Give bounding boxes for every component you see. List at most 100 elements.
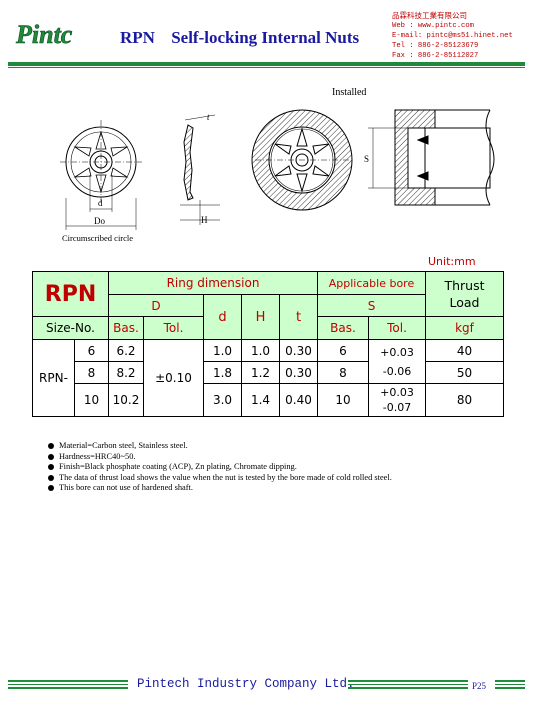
installed-view	[251, 109, 353, 211]
size-cell: 6	[74, 339, 109, 362]
t-cell: 0.30	[279, 339, 318, 362]
t-cell: 0.40	[279, 383, 318, 417]
d-cell: 1.8	[203, 361, 242, 384]
footer-rule	[8, 687, 128, 689]
list-item: This bore can not use of hardened shaft.	[48, 483, 392, 494]
note-text: Hardness=HRC40~50.	[59, 451, 136, 461]
product-code: RPN	[120, 28, 155, 47]
D-tol-header: Tol.	[143, 316, 204, 340]
dim-d-label: d	[98, 198, 103, 208]
list-item: Finish=Black phosphate coating (ACP), Zn…	[48, 462, 392, 473]
product-title: Self-locking Internal Nuts	[171, 28, 360, 47]
size-cell: 8	[74, 361, 109, 384]
D-bas-cell: 8.2	[108, 361, 144, 384]
H-header: H	[241, 294, 280, 340]
note-text: Material=Carbon steel, Stainless steel.	[59, 441, 188, 450]
installed-label: Installed	[332, 87, 366, 98]
d-header: d	[203, 294, 242, 340]
note-text: This bore can not use of hardened shaft.	[59, 483, 193, 493]
kgf-cell: 40	[425, 339, 504, 362]
dim-S-label: S	[364, 154, 369, 164]
S-header: S	[317, 294, 426, 317]
D-bas-header: Bas.	[108, 316, 144, 340]
bullet-icon	[48, 453, 54, 460]
pintc-logo: Pintc	[15, 20, 73, 49]
footer-rule	[8, 680, 128, 682]
D-bas-cell: 6.2	[108, 339, 144, 362]
ring-dimension-header: Ring dimension	[108, 271, 318, 295]
S-bas-header: Bas.	[317, 316, 369, 340]
list-item: Hardness=HRC40~50.	[48, 452, 392, 463]
footer-company: Pintech Industry Company Ltd.	[137, 677, 355, 691]
size-cell: 10	[74, 383, 109, 417]
kgf-cell: 50	[425, 361, 504, 384]
bullet-icon	[48, 464, 54, 471]
S-tol-header: Tol.	[368, 316, 426, 340]
contact-block: 品霖科技工業有限公司 Web : www.pintc.com E-mail: p…	[392, 11, 513, 61]
table-row: RPN- 6 6.2 ±0.10 1.0 1.0 0.30 6 +0.03 -0…	[32, 339, 504, 417]
d-cell: 3.0	[203, 383, 242, 417]
S-tol-cell-a: +0.03 -0.06	[368, 339, 426, 384]
S-bas-cell: 8	[317, 361, 369, 384]
s-tol-a-minus: -0.06	[382, 364, 412, 378]
front-view	[60, 120, 142, 230]
kgf-header: kgf	[425, 316, 504, 340]
logo-text: Pintc	[15, 20, 73, 49]
header-divider	[8, 62, 525, 66]
note-text: The data of thrust load shows the value …	[59, 472, 392, 482]
page-number: P25	[472, 681, 487, 691]
size-no-header: Size-No.	[32, 316, 109, 340]
s-tol-b-plus: +0.03	[380, 386, 414, 399]
d-cell: 1.0	[203, 339, 242, 362]
footer-rule	[348, 687, 468, 689]
S-tol-cell-b: +0.03 -0.07	[368, 383, 426, 417]
spec-table: RPN Ring dimension Applicable bore Thrus…	[32, 271, 504, 417]
page-title: RPN Self-locking Internal Nuts	[120, 28, 359, 48]
company-chinese-name: 品霖科技工業有限公司	[392, 11, 467, 20]
s-tol-b-minus: -0.07	[382, 401, 412, 414]
shaft-section	[368, 109, 495, 206]
rpn-header: RPN	[32, 271, 109, 317]
web-address[interactable]: Web : www.pintc.com	[392, 22, 474, 30]
dim-t-label: t	[207, 112, 210, 122]
circumscribed-label: Circumscribed circle	[62, 233, 133, 243]
D-bas-cell: 10.2	[108, 383, 144, 417]
footer-rule	[495, 680, 525, 682]
table-row: 8 8.2 1.8 1.2 0.30 8 50	[33, 361, 504, 384]
list-item: The data of thrust load shows the value …	[48, 473, 392, 484]
notes-list: Material=Carbon steel, Stainless steel. …	[48, 441, 392, 494]
bullet-icon	[48, 443, 54, 449]
unit-label: Unit:mm	[428, 255, 476, 268]
applicable-bore-header: Applicable bore	[317, 271, 426, 295]
S-bas-cell: 10	[317, 383, 369, 417]
series-cell: RPN-	[32, 339, 75, 417]
bullet-icon	[48, 474, 54, 481]
dim-H-label: H	[201, 215, 208, 225]
dim-Do-label: Do	[94, 216, 105, 226]
technical-drawing: d Do Circumscribed circle t H	[60, 87, 495, 243]
S-bas-cell: 6	[317, 339, 369, 362]
footer-rule	[495, 687, 525, 689]
thrust-load-header: Thrust Load	[425, 271, 504, 317]
fax: Fax : 886-2-85112027	[392, 52, 479, 60]
s-tol-a-plus: +0.03	[380, 345, 414, 359]
t-header: t	[279, 294, 318, 340]
footer-rule	[348, 684, 468, 685]
H-cell: 1.4	[241, 383, 280, 417]
footer-rule	[348, 680, 468, 682]
footer-rule	[8, 684, 128, 685]
t-cell: 0.30	[279, 361, 318, 384]
table-row: 10 10.2 3.0 1.4 0.40 10 +0.03 -0.07 80	[33, 383, 504, 417]
header-divider-thin	[8, 67, 525, 68]
note-text: Finish=Black phosphate coating (ACP), Zn…	[59, 462, 297, 472]
list-item: Material=Carbon steel, Stainless steel.	[48, 441, 392, 452]
telephone: Tel : 886-2-85123679	[392, 42, 479, 50]
footer-rule	[495, 684, 525, 685]
D-tol-cell: ±0.10	[143, 339, 204, 417]
H-cell: 1.2	[241, 361, 280, 384]
email-address[interactable]: E-mail: pintc@ms51.hinet.net	[392, 32, 513, 40]
D-header: D	[108, 294, 204, 317]
side-profile	[180, 114, 220, 225]
H-cell: 1.0	[241, 339, 280, 362]
bullet-icon	[48, 485, 54, 492]
